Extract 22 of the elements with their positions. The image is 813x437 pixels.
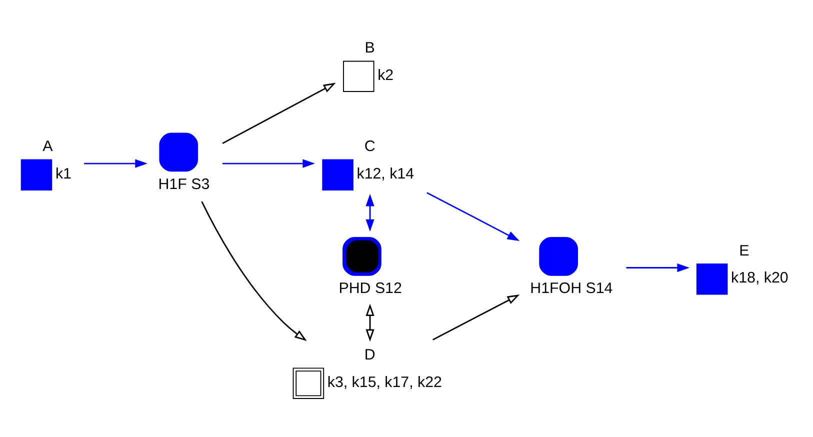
arrow <box>426 192 520 242</box>
arrow <box>366 304 374 342</box>
arrow <box>84 159 148 168</box>
node-label: k3, k15, k17, k22 <box>327 374 442 391</box>
arrow <box>366 194 374 232</box>
arrow <box>222 159 315 168</box>
arrow <box>432 294 520 340</box>
node-label: k1 <box>55 166 72 183</box>
node-label: k18, k20 <box>731 270 788 287</box>
node-label: k12, k14 <box>356 166 414 183</box>
arrow <box>222 82 336 144</box>
node-label: H1F S3 <box>158 176 210 193</box>
arrow <box>626 263 690 272</box>
node-label: E <box>739 242 750 260</box>
node-label: A <box>42 138 53 156</box>
node-label: D <box>364 346 376 364</box>
node-label: H1FOH S14 <box>530 280 613 298</box>
node-label: PHD S12 <box>338 280 402 298</box>
arrow <box>201 201 307 342</box>
node-label: B <box>364 40 375 56</box>
node-label: k2 <box>378 66 394 84</box>
node-label: C <box>364 138 376 156</box>
